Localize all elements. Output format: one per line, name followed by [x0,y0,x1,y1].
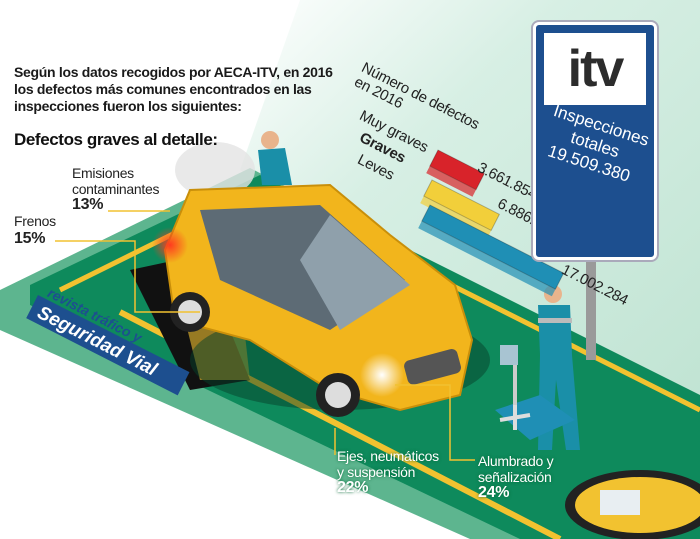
bar-leves [418,204,565,297]
defect-label: contaminantes [72,181,160,197]
mechanic-top [258,131,292,185]
bar-face [423,179,501,232]
defect-ejes: Ejes, neumáticos y suspensión 22% [337,448,439,496]
defect-alumbrado: Alumbrado y señalización 24% [478,453,554,501]
bar-muy-graves [426,149,485,197]
intro-line: los defectos más comunes encontrados en … [14,81,312,97]
brake-light-glow [152,227,188,263]
defect-frenos: Frenos 15% [14,213,56,247]
sign-pole [586,250,596,360]
bar-side [418,221,556,297]
defect-label: y suspensión [337,464,416,480]
defect-percent: 24% [478,484,510,501]
itv-logo: itv [544,33,646,105]
defect-percent: 13% [72,196,104,213]
defect-label: Frenos [14,213,56,229]
defect-bars [418,149,565,297]
callout-lines [55,210,475,461]
defect-label: Emisiones [72,165,134,181]
itv-sign: itv Inspecciones totales 19.509.380 [533,22,657,260]
car-windshield [300,215,410,330]
sign-text: Inspecciones totales 19.509.380 [530,98,661,192]
callout-line-frenos [55,240,200,313]
intro-line: inspecciones fueron los siguientes: [14,98,242,114]
defect-percent: 15% [14,230,46,247]
headlight-glow [360,353,404,397]
bar-face [421,204,565,290]
defect-label: Alumbrado y [478,453,554,469]
callout-line-alumbrado [395,384,475,461]
defect-emisiones: Emisiones contaminantes 13% [72,165,159,213]
bar-side [420,196,492,238]
bar-side [426,166,477,197]
subheading: Defectos graves al detalle: [14,130,218,149]
defect-label: señalización [478,469,552,485]
defect-percent: 22% [337,479,369,496]
headlight-tester [495,345,575,440]
intro-line: Según los datos recogidos por AECA-ITV, … [14,64,333,80]
bar-graves [420,179,501,238]
bar-face [429,149,485,191]
smoke [175,142,255,198]
intro-text: Según los datos recogidos por AECA-ITV, … [14,64,333,115]
defect-label: Ejes, neumáticos [337,448,439,464]
wheel-rim [325,382,351,408]
car-grille [404,348,461,385]
tyre-ramp [565,470,700,539]
